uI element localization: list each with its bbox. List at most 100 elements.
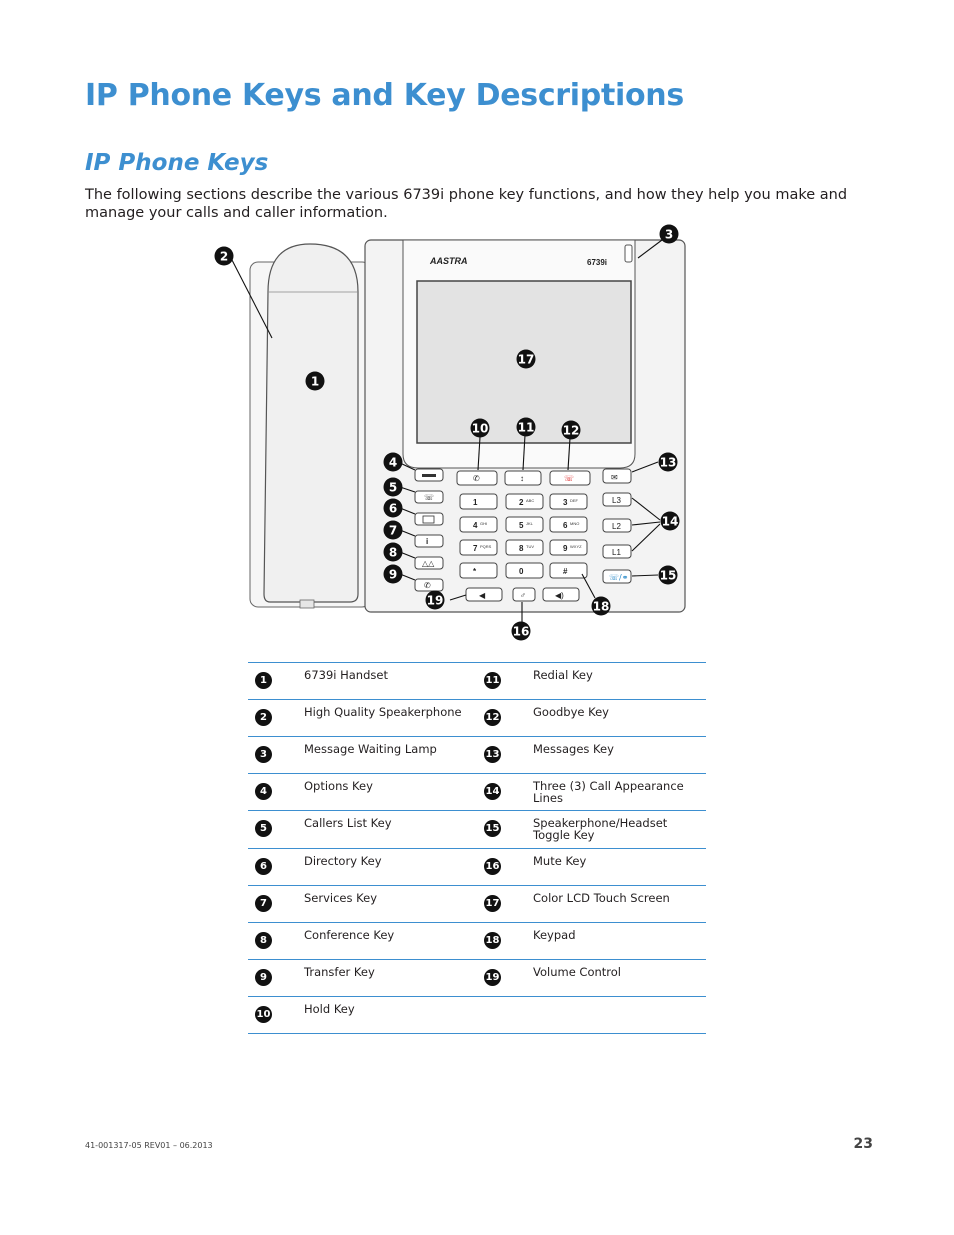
key-description: Color LCD Touch Screen: [533, 891, 670, 905]
callout-5: 5: [383, 477, 403, 497]
key-number-badge: 19: [484, 969, 501, 986]
svg-text:8: 8: [389, 546, 397, 560]
keypad-digit: 1: [473, 498, 478, 507]
keypad-letters: MNO: [570, 521, 579, 526]
messages-key[interactable]: ✉: [602, 468, 632, 484]
key-number-badge: 12: [484, 709, 501, 726]
callout-13: 13: [658, 452, 678, 472]
directory-key[interactable]: [414, 512, 444, 526]
page-title: IP Phone Keys and Key Descriptions: [85, 78, 684, 113]
handset: [263, 243, 359, 603]
callout-6: 6: [383, 498, 403, 518]
svg-text:10: 10: [472, 422, 489, 436]
keypad-digit: 3: [563, 498, 568, 507]
keypad-digit: 5: [519, 521, 524, 530]
key-number-badge: 18: [484, 932, 501, 949]
callout-4: 4: [383, 452, 403, 472]
key-number-badge: 8: [255, 932, 272, 949]
conference-key[interactable]: △△: [414, 556, 444, 570]
key-number-badge: 7: [255, 895, 272, 912]
key-number-badge: 2: [255, 709, 272, 726]
callout-14: 14: [660, 511, 680, 531]
table-row: 7 Services Key 17 Color LCD Touch Screen: [248, 886, 706, 923]
keypad-key[interactable]: 0: [505, 562, 544, 579]
callout-leaders: [231, 239, 663, 622]
keypad-letters: JKL: [526, 521, 534, 526]
svg-text:19: 19: [427, 594, 444, 608]
key-description: Hold Key: [304, 1002, 355, 1016]
key-number-badge: 6: [255, 858, 272, 875]
key-description: Messages Key: [533, 742, 614, 756]
services-key[interactable]: i: [414, 534, 444, 548]
svg-text:◀): ◀): [555, 591, 564, 600]
page-number: 23: [853, 1136, 873, 1152]
line-key-l2[interactable]: L2: [602, 518, 632, 533]
callers-list-key[interactable]: ☏: [414, 490, 444, 504]
mute-key[interactable]: ♂: [512, 587, 536, 602]
keypad-digit: *: [473, 567, 477, 576]
keypad-letters: ABC: [526, 498, 534, 503]
svg-text:1: 1: [311, 375, 319, 389]
callout-1: 1: [305, 371, 325, 391]
line-key-l1[interactable]: L1: [602, 544, 632, 559]
message-waiting-lamp: [624, 244, 633, 263]
svg-text:12: 12: [563, 424, 580, 438]
volume-up-key[interactable]: ◀): [542, 587, 580, 602]
table-cell: [477, 997, 706, 1033]
callout-15: 15: [658, 565, 678, 585]
key-description: Redial Key: [533, 668, 593, 682]
key-number-badge: 4: [255, 783, 272, 800]
callout-7: 7: [383, 520, 403, 540]
key-description: 6739i Handset: [304, 668, 388, 682]
svg-text:L1: L1: [612, 548, 621, 557]
svg-text:L3: L3: [612, 496, 621, 505]
svg-text:2: 2: [220, 250, 228, 264]
hold-key[interactable]: ✆: [456, 470, 498, 486]
line-key-l3[interactable]: L3: [602, 492, 632, 507]
key-number-badge: 17: [484, 895, 501, 912]
svg-text:5: 5: [389, 481, 397, 495]
svg-text:✆: ✆: [473, 474, 480, 483]
keypad-digit: 6: [563, 521, 568, 530]
table-cell: 17 Color LCD Touch Screen: [477, 886, 706, 922]
key-description: Directory Key: [304, 854, 382, 868]
callout-2: 2: [214, 246, 234, 266]
svg-text:△△: △△: [422, 559, 435, 568]
transfer-key[interactable]: ✆: [414, 578, 444, 592]
keypad-key[interactable]: #: [549, 562, 588, 579]
svg-text:3: 3: [665, 228, 673, 242]
svg-text:✉: ✉: [611, 473, 618, 482]
svg-text:14: 14: [662, 515, 679, 529]
goodbye-key[interactable]: ☏: [549, 470, 591, 486]
redial-key[interactable]: ↕: [504, 470, 542, 486]
svg-text:☏/⚭: ☏/⚭: [609, 573, 628, 582]
key-description: Services Key: [304, 891, 377, 905]
callout-8: 8: [383, 542, 403, 562]
volume-down-key[interactable]: ◀: [465, 587, 503, 602]
key-description: Callers List Key: [304, 816, 392, 830]
keypad-key[interactable]: *: [459, 562, 498, 579]
options-key[interactable]: [414, 468, 444, 482]
keypad-key[interactable]: 1: [459, 493, 498, 510]
speaker-headset-key[interactable]: ☏/⚭: [602, 569, 632, 584]
